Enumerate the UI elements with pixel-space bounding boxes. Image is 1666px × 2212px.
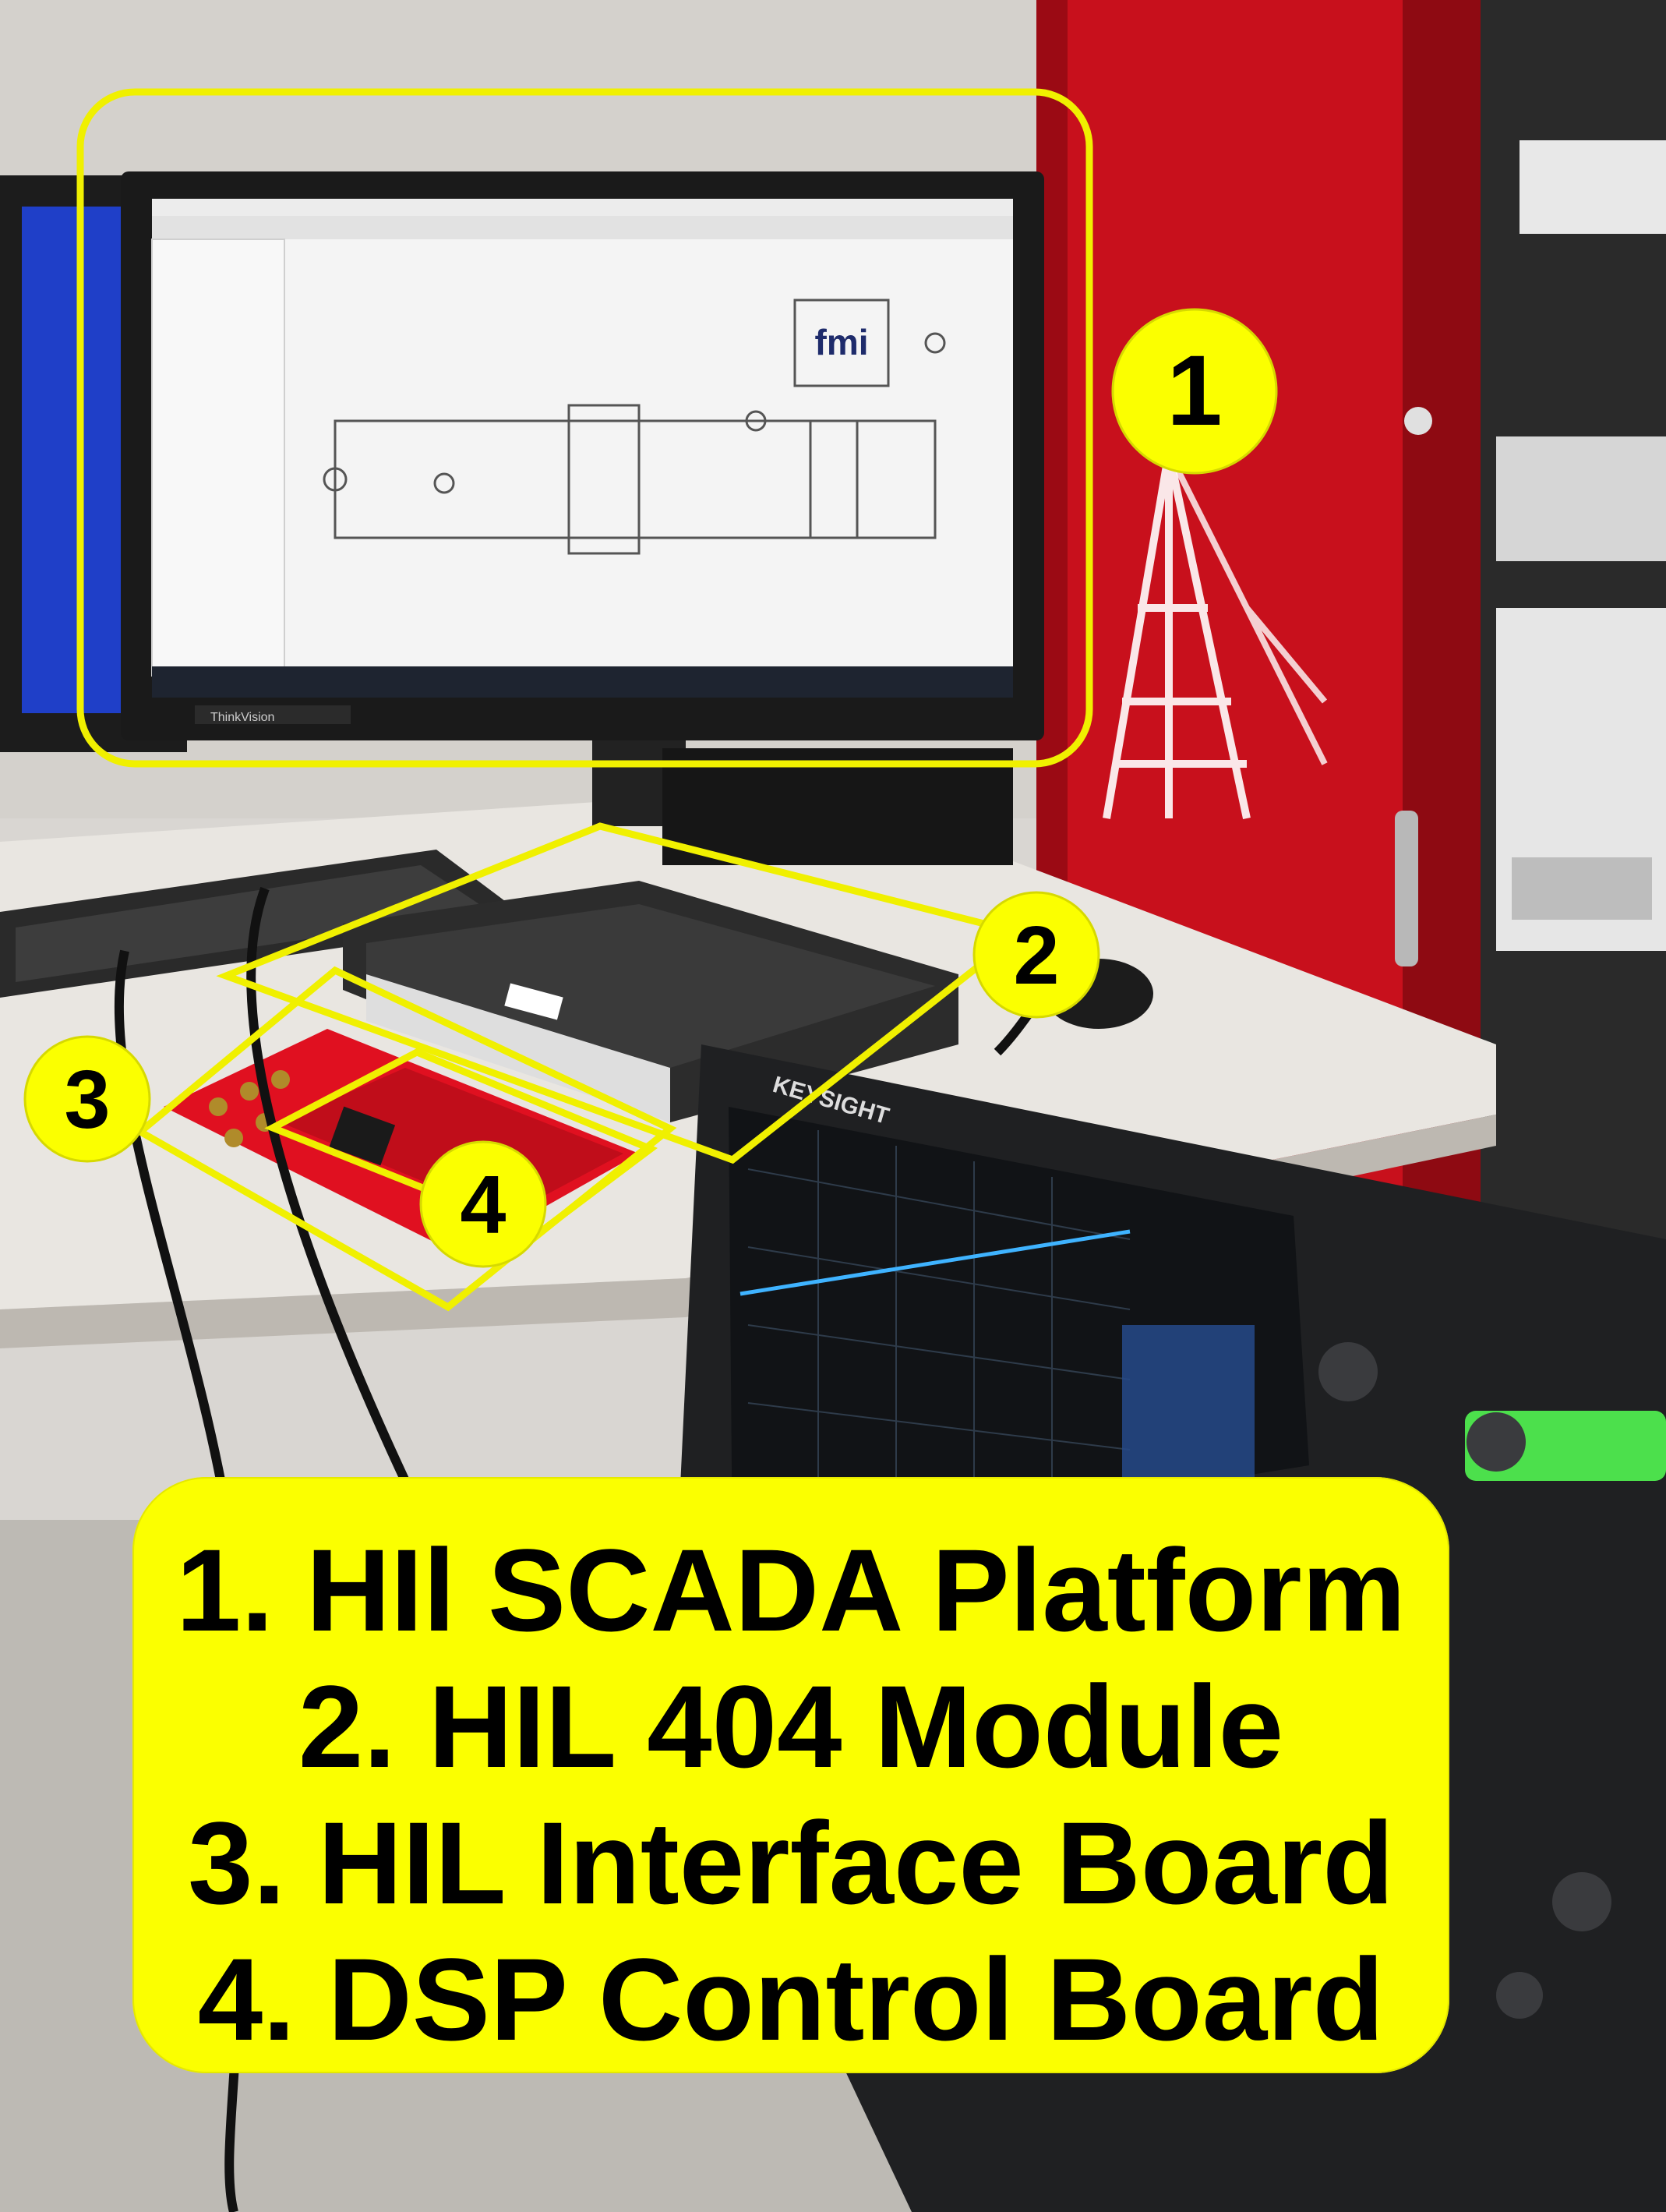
hil-404-module [343,881,958,1122]
legend-item-4: 4. DSP Control Board [197,1934,1385,2065]
callout-1-number: 1 [1167,335,1222,447]
fmi-logo: fmi [815,322,869,362]
callout-4-number: 4 [461,1159,507,1251]
screen-brand: ThinkVision [210,711,274,724]
callout-2: 2 [972,891,1100,1019]
callout-3-number: 3 [65,1054,111,1146]
callout-4: 4 [419,1140,547,1268]
main-monitor: fmi ThinkVision [121,171,1044,826]
rack [1481,0,1666,1286]
legend-item-2: 2. HIL 404 Module [298,1661,1284,1792]
legend-item-1: 1. HIl SCADA Platform [175,1525,1406,1655]
callout-3: 3 [23,1035,151,1163]
pc [662,748,1013,865]
callout-1: 1 [1111,308,1278,475]
callout-2-number: 2 [1014,910,1060,1002]
legend-box: 1. HIl SCADA Platform 2. HIL 404 Module … [132,1477,1449,2073]
legend-item-3: 3. HIL Interface Board [188,1797,1394,1928]
